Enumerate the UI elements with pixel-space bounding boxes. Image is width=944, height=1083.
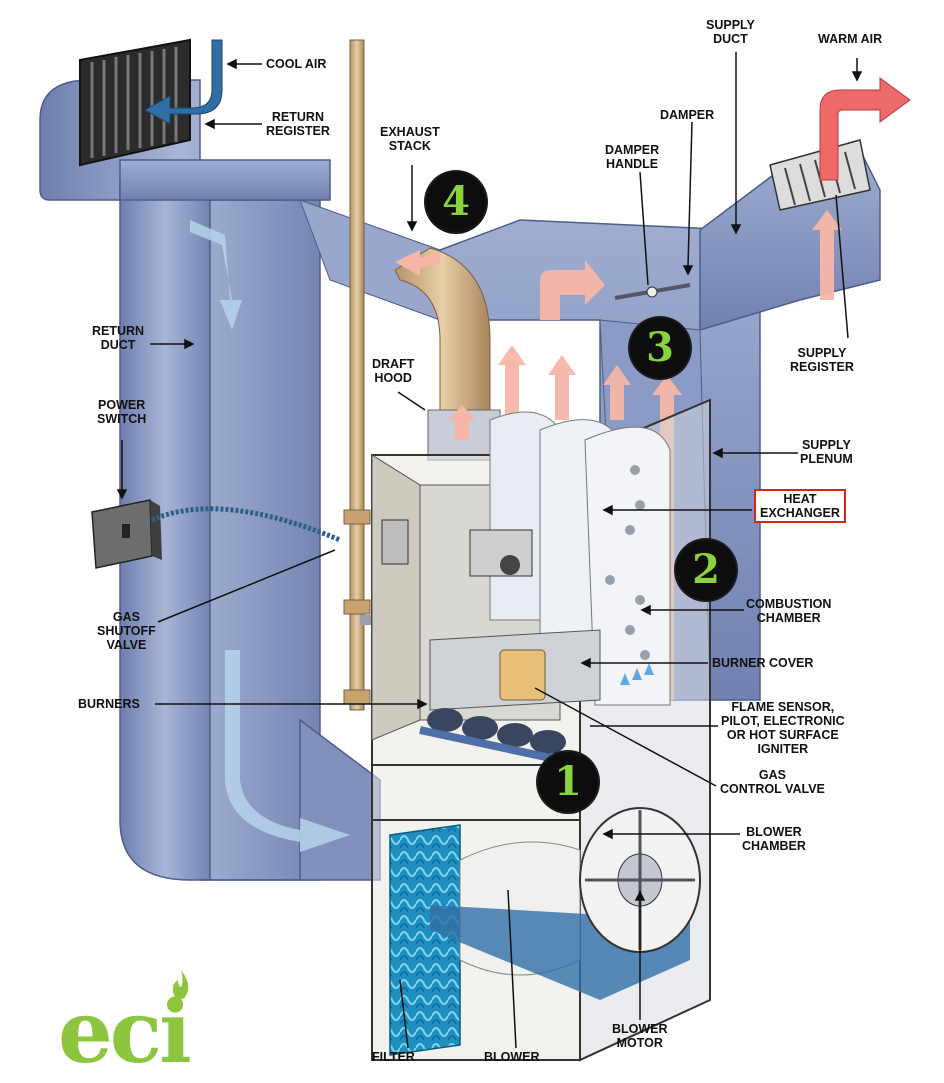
label-damper: DAMPER bbox=[660, 108, 715, 122]
label-supply-duct: SUPPLY DUCT bbox=[706, 18, 755, 46]
power-switch-box bbox=[91, 499, 341, 569]
step-badge-4: 4 bbox=[426, 172, 486, 232]
label-damper-handle: DAMPER HANDLE bbox=[605, 143, 660, 171]
step-badge-3: 3 bbox=[630, 318, 690, 378]
label-blower-motor: BLOWER MOTOR bbox=[612, 1022, 668, 1050]
cool-air-arrow bbox=[143, 39, 223, 125]
heat-exchanger bbox=[489, 411, 671, 706]
label-gas-shutoff-valve: GAS SHUTOFF VALVE bbox=[97, 610, 156, 652]
label-burner-cover: BURNER COVER bbox=[712, 656, 814, 670]
label-flame-sensor: FLAME SENSOR, PILOT, ELECTRONIC OR HOT S… bbox=[721, 700, 845, 756]
leader-lines bbox=[116, 52, 863, 1049]
label-power-switch: POWER SWITCH bbox=[97, 398, 147, 426]
blower-wheel bbox=[579, 807, 701, 953]
label-supply-plenum: SUPPLY PLENUM bbox=[800, 438, 853, 466]
burner-assembly bbox=[419, 629, 654, 764]
label-burners: BURNERS bbox=[78, 697, 140, 711]
label-draft-hood: DRAFT HOOD bbox=[372, 357, 415, 385]
label-filter: FILTER bbox=[372, 1050, 415, 1064]
label-exhaust-stack: EXHAUST STACK bbox=[380, 125, 440, 153]
step-badge-2: 2 bbox=[676, 540, 736, 600]
label-warm-air: WARM AIR bbox=[818, 32, 883, 46]
label-supply-register: SUPPLY REGISTER bbox=[790, 346, 854, 374]
air-filter bbox=[389, 824, 461, 1056]
label-return-register: RETURN REGISTER bbox=[266, 110, 330, 138]
damper bbox=[614, 283, 691, 300]
label-return-duct: RETURN DUCT bbox=[92, 324, 145, 352]
flame-icon bbox=[172, 970, 189, 999]
return-register-grille bbox=[79, 38, 191, 167]
label-blower: BLOWER bbox=[484, 1050, 540, 1064]
eci-logo: eci bbox=[58, 982, 192, 1083]
label-blower-chamber: BLOWER CHAMBER bbox=[742, 825, 806, 853]
label-combustion-chamber: COMBUSTION CHAMBER bbox=[746, 597, 832, 625]
return-duct bbox=[39, 79, 441, 881]
label-cool-air: COOL AIR bbox=[266, 57, 327, 71]
exhaust-flue bbox=[394, 247, 501, 461]
step-badge-1: 1 bbox=[538, 752, 598, 812]
return-flow-arrows bbox=[190, 220, 350, 852]
control-module bbox=[381, 519, 533, 577]
label-heat-exchanger: HEAT EXCHANGER bbox=[754, 489, 846, 523]
warm-air-arrow bbox=[819, 77, 911, 181]
label-gas-control-valve: GAS CONTROL VALVE bbox=[720, 768, 825, 796]
